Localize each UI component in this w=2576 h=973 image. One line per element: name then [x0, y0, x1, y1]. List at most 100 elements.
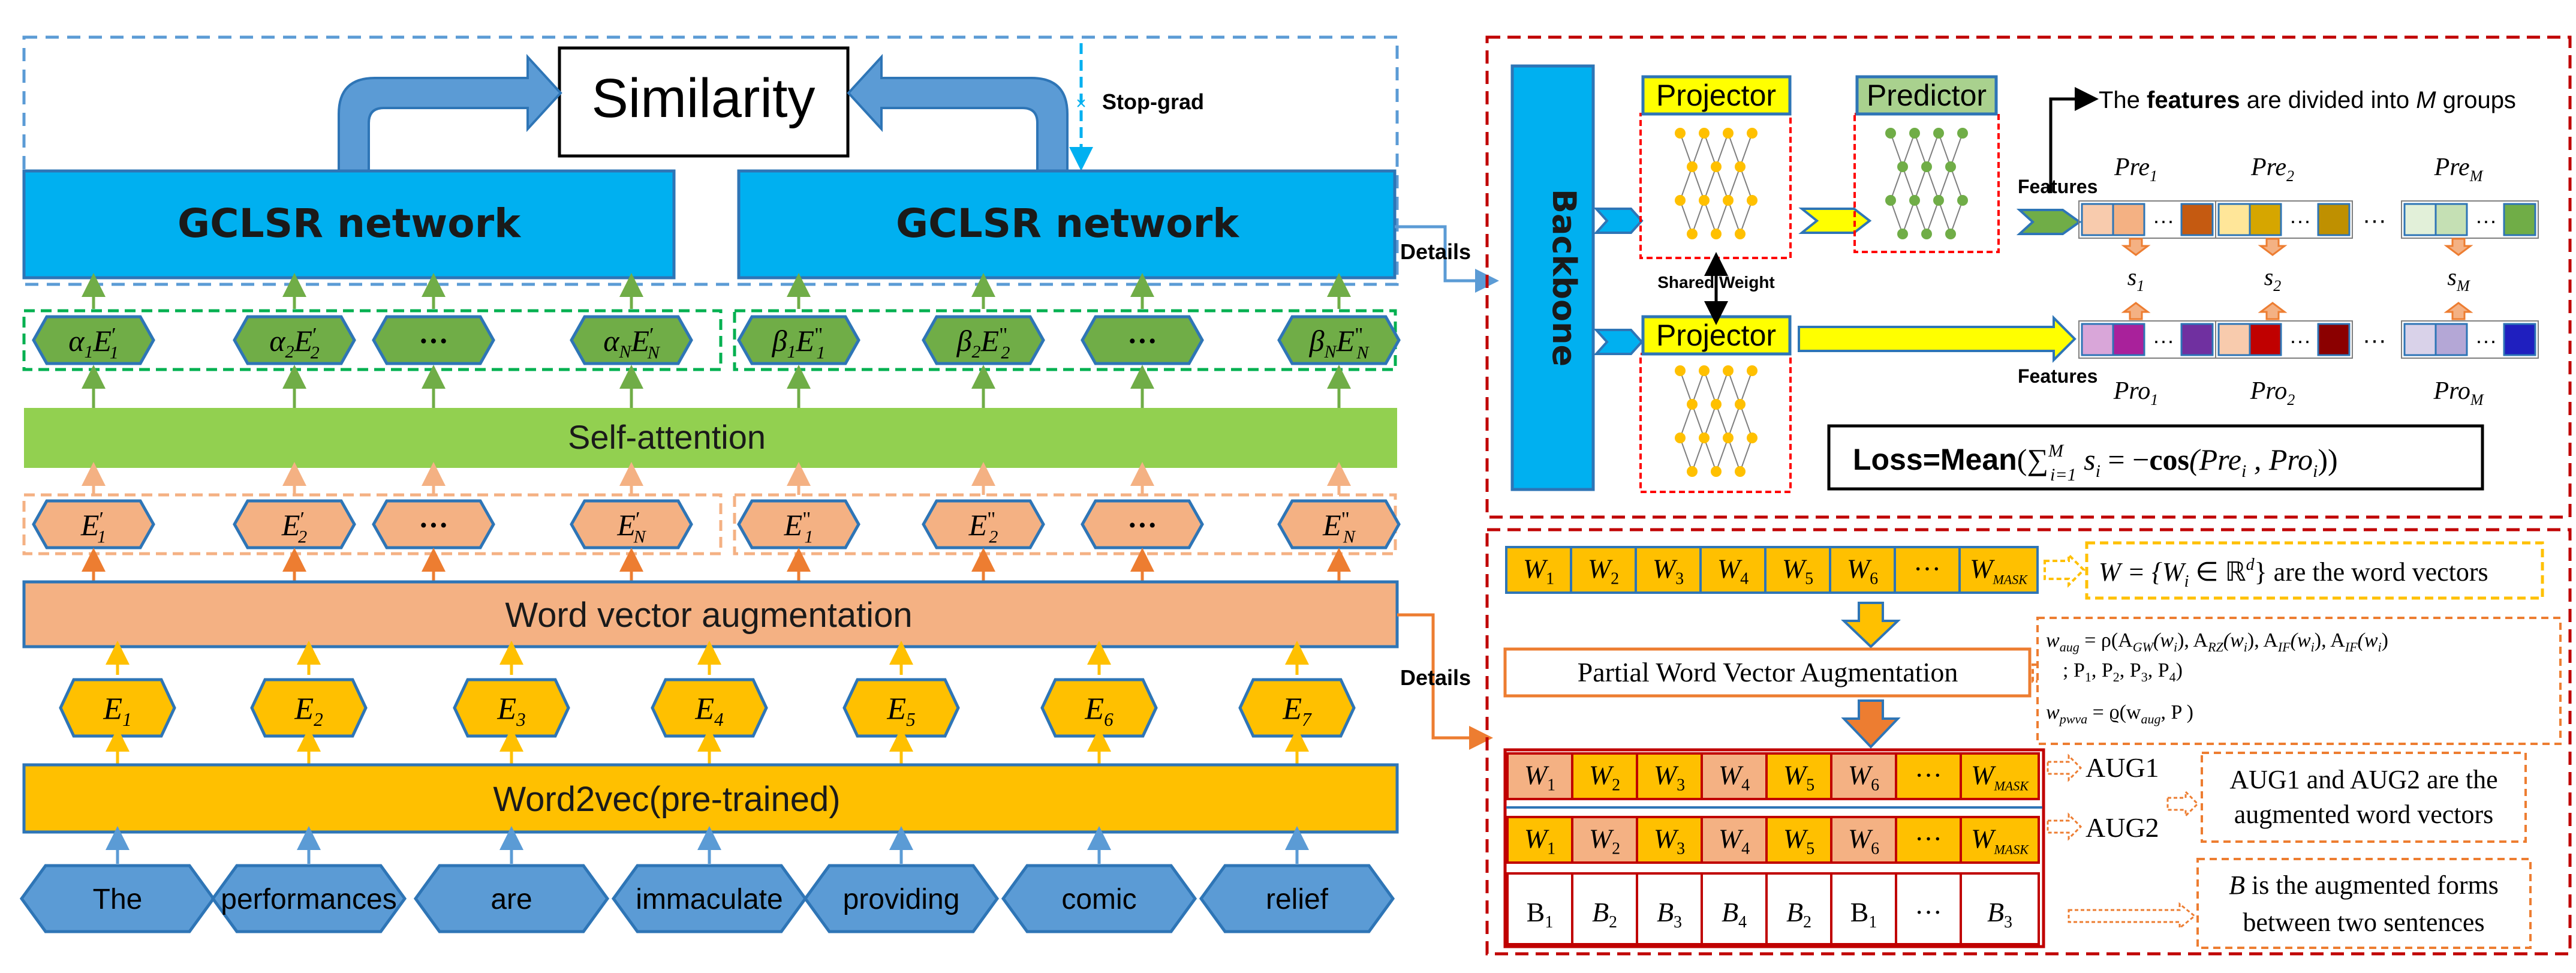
backbone-label: Backbone: [1545, 189, 1583, 367]
edouble-item-label: E"2: [968, 507, 998, 547]
w-def-arrow: [2044, 552, 2086, 588]
beta-item-hexagon: [1081, 315, 1204, 365]
pro-ellipsis: ···: [2153, 328, 2174, 353]
w-row-label: W5: [1782, 554, 1813, 588]
pro-group-frame: [2401, 320, 2539, 359]
e-item-label: E3: [496, 692, 525, 730]
pwva-label: Partial Word Vector Augmentation: [1578, 657, 1958, 687]
pro-label: ProM: [2433, 377, 2484, 409]
beta-item-hexagon: [1277, 315, 1401, 365]
eprime-item-hexagon: [32, 499, 155, 549]
aug2-cell: [1895, 816, 1962, 864]
b-row-cell: [1636, 872, 1703, 945]
aug1-cell: [1960, 752, 2040, 800]
w-row-label: WMASK: [1970, 554, 2028, 587]
alpha-item-label: α1E′1: [68, 323, 118, 363]
w-row-label: W6: [1847, 554, 1878, 588]
edouble-item-hexagon: [737, 499, 860, 549]
details-bottom-label: Details: [1400, 665, 1471, 690]
aug1-cell: [1636, 752, 1703, 800]
pre-cell: [2249, 203, 2282, 236]
e-item-label: E2: [294, 692, 323, 730]
aug2-cell: [1960, 816, 2040, 864]
alpha-item-hexagon: [233, 315, 356, 365]
green-arrows-lower: [82, 365, 1351, 408]
aug1-cell: [1895, 752, 1962, 800]
yellow-arrows-upper: [106, 641, 1309, 675]
aug1-label: W1: [1524, 760, 1555, 795]
pro-cell: [2081, 323, 2114, 356]
aug-table-frame: [1503, 748, 2045, 948]
w-row-label: W2: [1588, 554, 1619, 588]
pre-cell: [2403, 203, 2437, 236]
backbone-block: [1510, 64, 1595, 491]
s-label: sM: [2447, 263, 2470, 295]
word-hexagon: [210, 864, 407, 933]
beta-item-label: ···: [1127, 324, 1157, 358]
e-item-label: E6: [1084, 692, 1114, 730]
dark-orange-arrows: [82, 548, 1351, 582]
aug1-label: ···: [1915, 760, 1942, 791]
e-item-hexagon: [250, 678, 368, 738]
aug2-label: WMASK: [1971, 824, 2029, 857]
w-row-cell: [1958, 546, 2039, 594]
w-def-box: [2085, 541, 2544, 600]
aug2-pointer: [2047, 812, 2083, 841]
aug1-cell: [1506, 752, 1573, 800]
w-row-label: W1: [1523, 554, 1554, 588]
aug1-label: AUG1: [2086, 752, 2159, 783]
word-hexagon: [803, 864, 1000, 933]
aug1-label: W3: [1654, 760, 1685, 795]
edouble-item-hexagon: [1081, 499, 1204, 549]
word-hexagon: [19, 864, 216, 933]
pre-cell: [2317, 203, 2351, 236]
pre-label: PreM: [2434, 154, 2484, 185]
eprime-item-label: E′2: [281, 507, 307, 547]
edouble-item-hexagon: [922, 499, 1045, 549]
beta-item-label: β2E"2: [956, 323, 1010, 363]
w-row-label: W3: [1653, 554, 1684, 588]
aug1-label: WMASK: [1971, 760, 2029, 794]
predictor-label: Predictor: [1867, 79, 1987, 112]
b-row-label: B1: [1527, 897, 1554, 932]
waug-formula-box: [2036, 617, 2562, 745]
alpha-item-label: α2E′2: [269, 323, 319, 363]
details-connector-bottom: [1397, 613, 1493, 750]
yellow-arrows-lower: [106, 728, 1309, 765]
alpha-item-label: ···: [419, 324, 449, 358]
projector-to-predictor-chevron: [1798, 208, 1872, 234]
aug1-label: W4: [1719, 760, 1750, 795]
s-label: s1: [2127, 263, 2145, 295]
stop-grad-region: [22, 35, 1399, 286]
pro-cell: [2180, 323, 2214, 356]
b-desc-line2: between two sentences: [2243, 908, 2484, 937]
pre-group-frame: [2401, 200, 2539, 239]
features-bottom-label: Features: [2018, 365, 2097, 387]
aug1-cell: [1701, 752, 1768, 800]
pro-ellipsis: ···: [2289, 328, 2311, 353]
b-row-label: B4: [1722, 897, 1747, 932]
alpha-item-hexagon: [570, 315, 693, 365]
word-hexagon: [413, 864, 610, 933]
pro-cell: [2112, 323, 2145, 356]
aug1-label: W6: [1848, 760, 1879, 795]
eprime-item-label: E′1: [80, 507, 106, 547]
word-hexagon: [1199, 864, 1395, 933]
top-right-frame: [1485, 35, 2572, 519]
eprime-item-hexagon: [233, 499, 356, 549]
e-item-label: E1: [103, 692, 131, 730]
details-connector-top: [1395, 225, 1499, 293]
word-label: relief: [1266, 884, 1329, 915]
aug-desc-box: [2201, 752, 2527, 843]
aug2-cell: [1701, 816, 1768, 864]
left-panel: Similarity × Stop-grad GCLSR network GCL…: [19, 35, 1499, 933]
eprime-item-label: E′N: [616, 507, 646, 547]
pro-cell: [2317, 323, 2351, 356]
wpwva-formula: wpwva = ϱ(waug, P ): [2046, 701, 2193, 726]
w-row-cell: [1570, 546, 1637, 594]
pro-cell: [2434, 323, 2468, 356]
